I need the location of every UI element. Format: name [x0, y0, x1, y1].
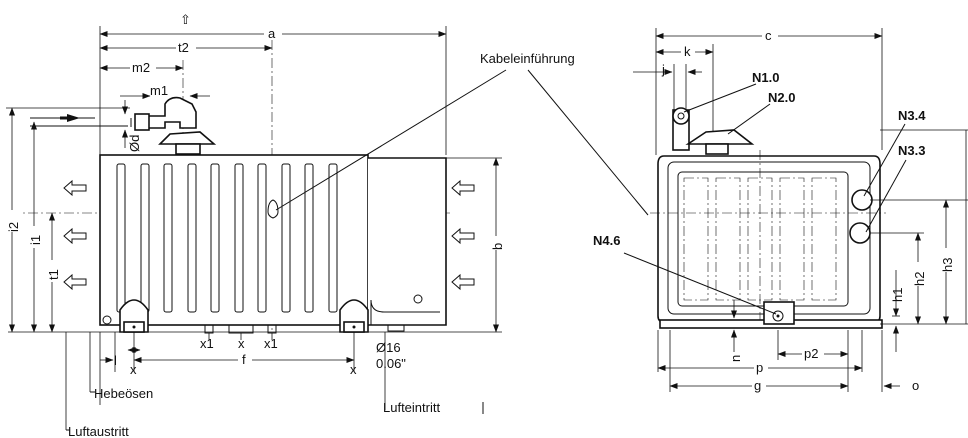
dim-f-label: f [242, 352, 246, 367]
dim-m2-label: m2 [132, 60, 150, 75]
port-n3-4-label: N3.4 [898, 108, 926, 123]
dim-od-label: Ød [127, 135, 142, 152]
dim-n-label: n [728, 355, 743, 362]
dim-t1-label: t1 [46, 269, 61, 280]
cooling-fins [116, 163, 338, 313]
dim-x1-left-label: x1 [200, 336, 214, 351]
dim-j-label: j [661, 62, 665, 77]
dim-h2-label: h2 [912, 272, 927, 286]
dim-h1-label: h1 [890, 288, 905, 302]
dim-l-label: l [114, 353, 117, 368]
port-n4-6-label: N4.6 [593, 233, 620, 248]
dim-i1-label: i1 [28, 235, 43, 245]
dim-p2-label: p2 [804, 346, 818, 361]
dim-k-label: k [684, 44, 691, 59]
dim-m1-label: m1 [150, 83, 168, 98]
dim-x-mid-label: x [238, 336, 245, 351]
dim-a-label: a [268, 26, 276, 41]
hidden-fins [683, 177, 837, 301]
dim-d16-inch-label: 0.06" [376, 356, 406, 371]
dim-p-label: p [756, 360, 763, 375]
air-outlet-arrows [63, 179, 87, 291]
port-n2-0-label: N2.0 [768, 90, 795, 105]
dim-c-label: c [765, 28, 772, 43]
dim-x-left-label: x [130, 362, 137, 377]
front-view: c k j [527, 28, 968, 393]
port-n3-3-label: N3.3 [898, 143, 925, 158]
dim-x-right-label: x [350, 362, 357, 377]
dim-x1-right-label: x1 [264, 336, 278, 351]
air-outlet-label: Luftaustritt [68, 424, 129, 438]
air-inlet-arrows [451, 179, 475, 291]
dim-o-label: o [912, 378, 919, 393]
up-arrow-symbol: ⇧ [180, 12, 191, 27]
dim-i2-label: i2 [6, 222, 21, 232]
lifting-eyes-label: Hebeösen [94, 386, 153, 401]
port-n1-0-label: N1.0 [752, 70, 779, 85]
dim-b-label: b [490, 243, 505, 250]
dim-d16-label: Ø16 [376, 340, 401, 355]
air-inlet-label: Lufteintritt [383, 400, 440, 415]
side-view: ⇧ a t2 m2 m1 [4, 12, 575, 438]
cable-entry-label: Kabeleinführung [480, 51, 575, 66]
dim-h3-label: h3 [940, 258, 955, 272]
dim-t2-label: t2 [178, 40, 189, 55]
dim-g-label: g [754, 378, 761, 393]
